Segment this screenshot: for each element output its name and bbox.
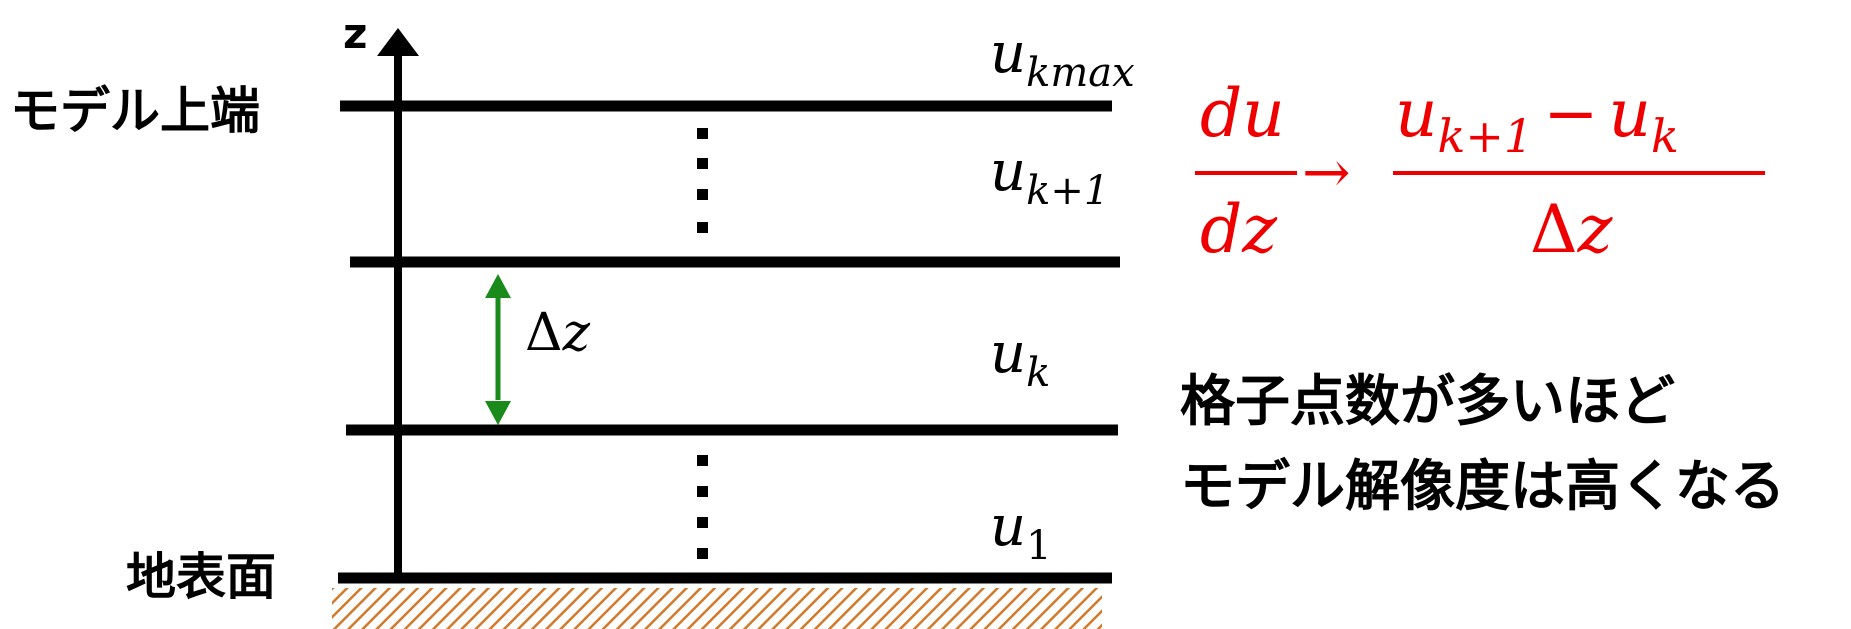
- z-axis-arrowhead: [377, 28, 419, 56]
- finite-difference-formula: du dz → uk+1−uk Δz: [1195, 75, 1765, 268]
- z-axis-label: z: [343, 9, 367, 58]
- formula-lhs-numerator: du: [1200, 75, 1285, 152]
- formula-rhs-denominator: Δz: [1530, 191, 1614, 268]
- ground-surface-label: 地表面: [126, 548, 276, 606]
- level-label-k-plus-1: uk+1: [990, 139, 1109, 214]
- level-label-k: uk: [990, 321, 1050, 396]
- note-line-2: モデル解像度は高くなる: [1180, 454, 1785, 518]
- formula-lhs-denominator: dz: [1200, 191, 1278, 268]
- formula-arrow: →: [1302, 138, 1351, 206]
- model-top-label: モデル上端: [10, 82, 260, 140]
- ellipsis-lower: [697, 455, 708, 559]
- level-label-kmax: ukmax: [990, 21, 1135, 96]
- formula-rhs-numerator: uk+1−uk: [1395, 75, 1679, 163]
- level-label-1: u1: [990, 494, 1052, 569]
- delta-z-arrow: [485, 274, 511, 425]
- ground-hatch: [332, 588, 1102, 629]
- note-line-1: 格子点数が多いほど: [1180, 369, 1675, 433]
- delta-z-label: Δz: [525, 303, 591, 363]
- ellipsis-upper: [697, 128, 708, 233]
